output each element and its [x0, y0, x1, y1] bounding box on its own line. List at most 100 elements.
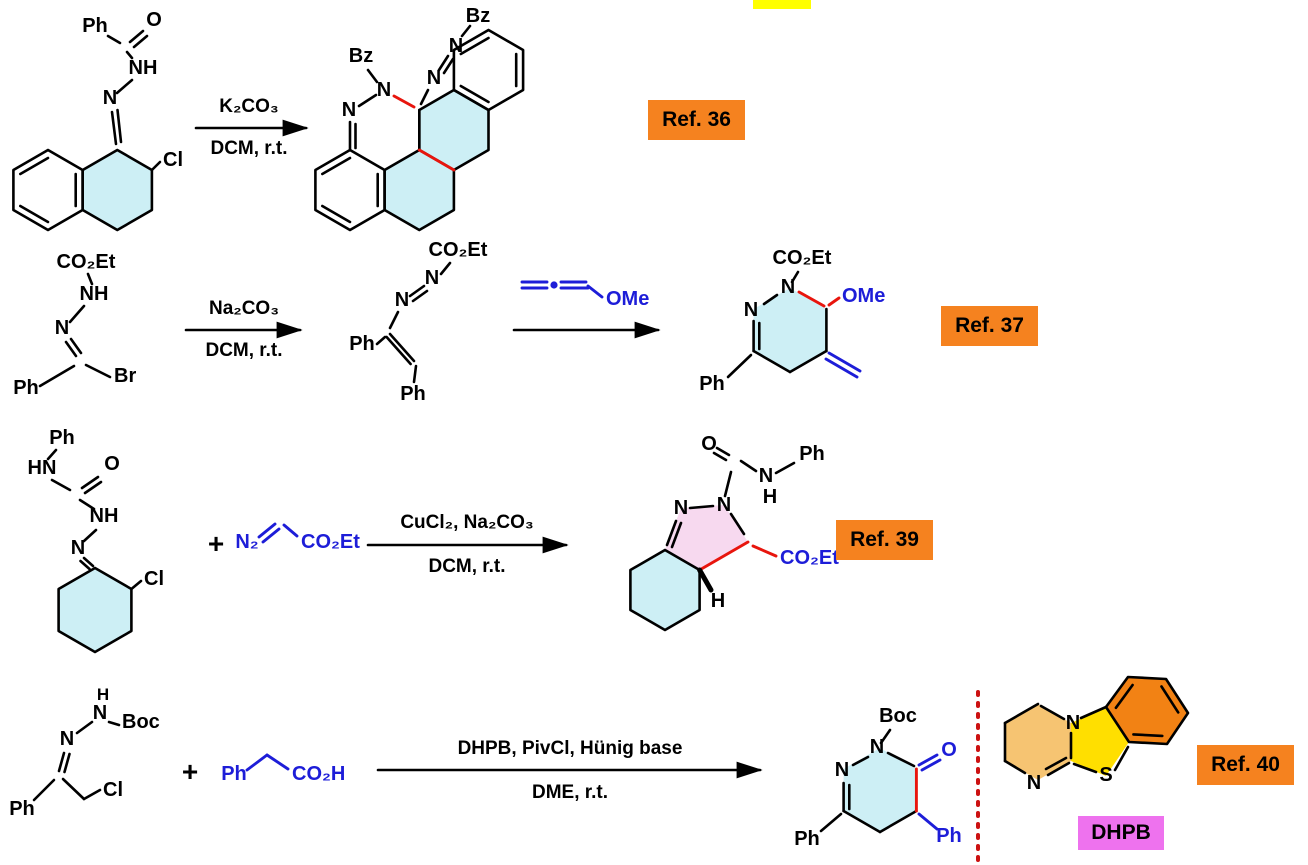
group-label-bz: Bz	[466, 5, 490, 27]
r2-product-dihydropyridazine: N N CO₂Et OMe Ph	[699, 247, 885, 395]
atom-label-n: N	[449, 35, 463, 57]
ref-36-badge: Ref. 36	[648, 100, 745, 140]
group-label-ph: Ph	[400, 383, 426, 405]
atom-label-o: O	[701, 433, 717, 455]
new-bond-red	[797, 290, 826, 308]
dihydropyrimidine-ring-highlighted	[1005, 704, 1071, 780]
benzene-ring	[12, 148, 84, 232]
atom-label-n: N	[835, 759, 849, 781]
group-label-n2: N₂	[235, 531, 258, 553]
group-label-bz: Bz	[349, 45, 373, 67]
benzene-ring	[452, 28, 525, 112]
atom-label-h: H	[97, 685, 109, 704]
r4-conditions-bottom: DME, r.t.	[531, 782, 608, 803]
r3-reactant-chloro-semicarbazone: Ph HN O NH N Cl	[28, 427, 164, 654]
group-label-co2et: CO₂Et	[780, 547, 839, 569]
atom-label-n: N	[744, 299, 758, 321]
atom-label-o: O	[146, 9, 162, 31]
new-bond-red	[827, 296, 841, 307]
r4-reagent-phenylacetic-acid: Ph CO₂H	[221, 753, 345, 785]
r4-product-pyridazinone: N N Boc O Ph Ph	[794, 705, 962, 850]
group-label-ome: OMe	[842, 285, 885, 307]
atom-label-h: H	[711, 590, 725, 612]
group-label-ph: Ph	[794, 828, 820, 850]
atom-label-cl: Cl	[163, 149, 183, 171]
atom-label-nh: NH	[129, 57, 158, 79]
atom-label-n: N	[377, 79, 391, 101]
atom-label-n: N	[60, 728, 74, 750]
atom-label-n: N	[1066, 712, 1080, 734]
r1-product-tetracyclic-pyridazine: N N Bz N N Bz	[314, 5, 525, 232]
r4-conditions-top: DHPB, PivCl, Hünig base	[457, 738, 683, 759]
atom-label-cl: Cl	[144, 568, 164, 590]
group-label-boc: Boc	[879, 705, 917, 727]
plus-sign: +	[208, 528, 224, 559]
r2-reagent-methoxyallene: OMe	[520, 280, 649, 310]
group-label-ph: Ph	[799, 443, 825, 465]
allene-center-dot	[550, 281, 558, 289]
atom-label-n: N	[55, 317, 69, 339]
new-bond-red	[417, 148, 456, 172]
dhpb-label-badge: DHPB	[1078, 816, 1164, 850]
atom-label-n: N	[759, 465, 773, 487]
group-label-ph: Ph	[9, 798, 35, 820]
new-bond-red	[751, 544, 778, 558]
atom-label-n: N	[1027, 772, 1041, 794]
r3-conditions-top: CuCl₂, Na₂CO₃	[400, 512, 534, 533]
group-label-ph: Ph	[699, 373, 725, 395]
atom-label-n: N	[103, 87, 117, 109]
r2-reactant-bromo-hydrazone: CO₂Et NH N Ph Br	[13, 251, 136, 399]
yellow-highlight-fragment	[753, 0, 811, 9]
new-bond-red	[392, 94, 416, 109]
r3-product-pyrazoline: N N O N H Ph CO₂Et H	[629, 433, 839, 632]
ref-37-badge: Ref. 37	[941, 306, 1038, 346]
atom-label-h: H	[763, 486, 777, 508]
group-label-co2et: CO₂Et	[429, 239, 488, 261]
group-label-ome: OMe	[606, 288, 649, 310]
new-bond-red	[698, 540, 750, 572]
atom-label-n: N	[425, 267, 439, 289]
group-label-ph: Ph	[221, 763, 247, 785]
atom-label-hn: HN	[28, 457, 57, 479]
r2-conditions-bottom: DCM, r.t.	[205, 340, 283, 361]
atom-label-o: O	[941, 739, 957, 761]
r2-intermediate-azoalkene: CO₂Et N N Ph Ph	[349, 239, 488, 405]
group-label-boc: Boc	[122, 711, 160, 733]
atom-label-n: N	[71, 537, 85, 559]
atom-label-nh: NH	[90, 505, 119, 527]
atom-label-br: Br	[114, 365, 136, 387]
atom-label-cl: Cl	[103, 779, 123, 801]
group-label-ph: Ph	[349, 333, 375, 355]
r1-reactant-chloro-tetralone-hydrazone: Cl N NH O Ph	[12, 9, 183, 232]
group-label-co2h: CO₂H	[292, 763, 345, 785]
cyclohexene-ring-highlighted	[81, 148, 154, 232]
atom-label-nh: NH	[80, 283, 109, 305]
atom-label-n: N	[342, 99, 356, 121]
ref-40-badge: Ref. 40	[1197, 745, 1294, 785]
atom-label-o: O	[104, 453, 120, 475]
atom-label-n: N	[674, 497, 688, 519]
group-label-ph: Ph	[936, 825, 962, 847]
r1-conditions-bottom: DCM, r.t.	[210, 138, 288, 159]
r1-conditions-top: K₂CO₃	[219, 96, 279, 117]
r3-conditions-bottom: DCM, r.t.	[428, 556, 506, 577]
atom-label-n: N	[395, 289, 409, 311]
benzene-ring	[314, 148, 386, 232]
cyclohexane-ring-highlighted	[57, 566, 133, 654]
group-label-ph: Ph	[82, 15, 108, 37]
group-label-ph: Ph	[49, 427, 75, 449]
pyridazinone-ring-highlighted	[843, 748, 917, 832]
atom-label-n: N	[717, 494, 731, 516]
group-label-co2et: CO₂Et	[301, 531, 360, 553]
atom-label-s: S	[1099, 764, 1112, 786]
group-label-ph: Ph	[13, 377, 39, 399]
atom-label-n: N	[427, 67, 441, 89]
pyridazine-ring-highlighted	[753, 288, 827, 372]
plus-sign: +	[182, 756, 198, 787]
thiazole-ring-highlighted	[1071, 707, 1129, 776]
r3-reagent-ethyl-diazoacetate: N₂ CO₂Et	[235, 522, 360, 553]
r2-conditions-top: Na₂CO₃	[208, 298, 280, 319]
group-label-co2et: CO₂Et	[773, 247, 832, 269]
wedge-bond	[697, 567, 714, 593]
